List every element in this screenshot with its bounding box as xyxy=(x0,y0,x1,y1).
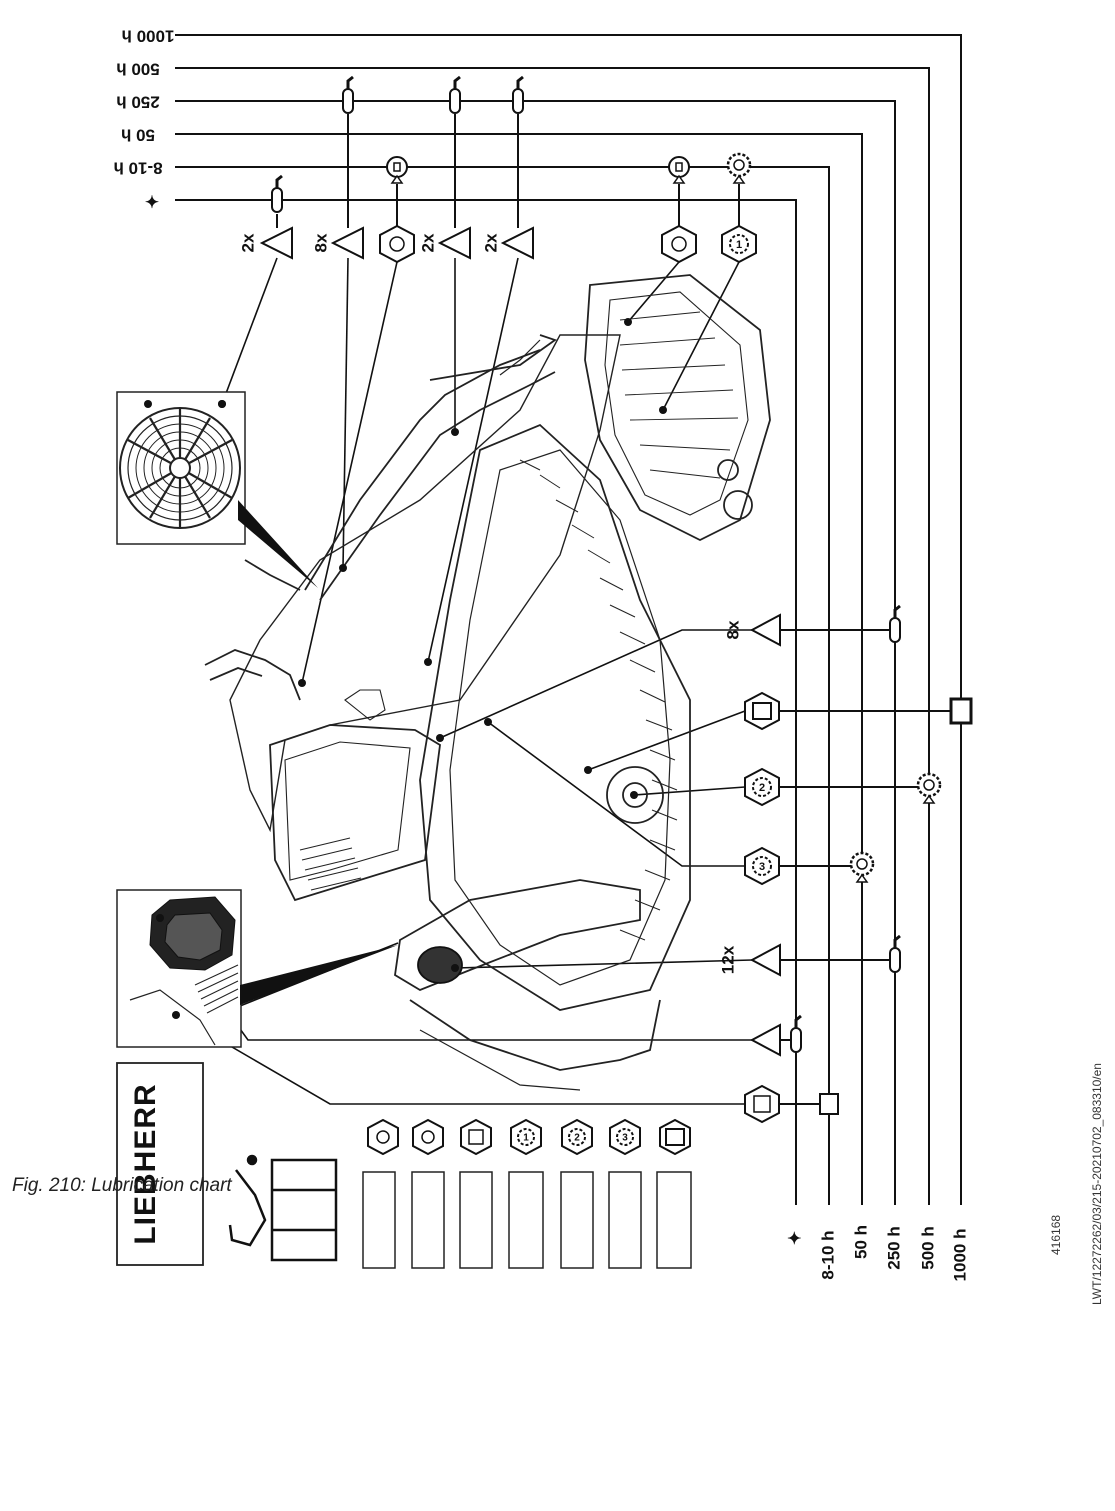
bottom-interval-labels: ✦ 8-10 h 50 h 250 h 500 h 1000 h xyxy=(785,1225,969,1281)
top-interval-labels: 1000 h 500 h 250 h 50 h 8-10 h ✦ xyxy=(113,27,174,211)
filter-icon xyxy=(744,691,780,731)
top-label-500: 500 h xyxy=(116,60,159,79)
lubricant-drum-icon xyxy=(228,1154,338,1262)
filter-icon xyxy=(659,1118,691,1156)
top-label-8-10: 8-10 h xyxy=(113,159,162,178)
legend-box xyxy=(608,1171,642,1269)
legend-gear-number: 1 xyxy=(523,1133,529,1144)
bottom-label-star: ✦ xyxy=(785,1231,804,1245)
bottom-label-8-10: 8-10 h xyxy=(818,1230,837,1279)
qty-label: 8x xyxy=(311,233,330,252)
bottom-label-50: 50 h xyxy=(851,1225,870,1259)
machine-illustration xyxy=(204,274,771,1091)
hydraulic-tank-icon xyxy=(744,1084,780,1124)
bottom-label-1000: 1000 h xyxy=(950,1229,969,1282)
figure-caption: Fig. 210: Lubrication chart xyxy=(12,1175,232,1196)
qty-label: 2x xyxy=(418,233,437,252)
gear-oil-change-icon xyxy=(916,772,942,805)
hydraulic-check-icon xyxy=(819,1093,839,1115)
grease-gun-icon xyxy=(511,75,525,115)
fan-detail-inset xyxy=(116,391,318,588)
triangle-icon xyxy=(749,1023,781,1057)
legend: 1 2 3 xyxy=(362,1118,692,1269)
top-label-250: 250 h xyxy=(116,93,159,112)
top-label-1000: 1000 h xyxy=(122,27,175,46)
gear-number: 1 xyxy=(736,239,742,251)
gear-number: 2 xyxy=(759,782,765,794)
qty-label: 12x xyxy=(718,945,737,974)
legend-gear-number: 3 xyxy=(622,1133,628,1144)
gear-oil-change-icon xyxy=(849,851,875,884)
grease-gun-icon xyxy=(888,934,902,974)
coolant-check-icon xyxy=(668,156,690,184)
coolant-icon xyxy=(412,1118,444,1156)
legend-gear-number: 2 xyxy=(574,1133,580,1144)
gear-oil-check-icon xyxy=(726,152,752,185)
top-interval-lines xyxy=(175,34,962,1205)
coolant-icon xyxy=(661,224,697,264)
hydraulic-tank-icon xyxy=(460,1118,492,1156)
legend-box xyxy=(508,1171,544,1269)
brand-logo: LIEBHERR xyxy=(129,1083,162,1244)
engine-oil-icon xyxy=(379,224,415,264)
bottom-label-500: 500 h xyxy=(918,1226,937,1269)
top-leaders xyxy=(221,257,740,684)
grease-gun-icon xyxy=(270,174,284,214)
lube-point-dots xyxy=(218,318,667,972)
engine-oil-icon xyxy=(367,1118,399,1156)
triangle-icon xyxy=(500,226,534,260)
legend-box xyxy=(560,1171,594,1269)
triangle-icon xyxy=(259,226,293,260)
document-reference: LWT/12272262/03/215-20210702_083310/en xyxy=(1090,1063,1104,1305)
grease-gun-icon xyxy=(789,1014,803,1054)
top-label-50: 50 h xyxy=(121,126,155,145)
right-callouts: 8x 2 3 12x xyxy=(718,604,973,1124)
top-label-star: ✦ xyxy=(145,192,159,211)
triangle-icon xyxy=(749,943,781,977)
legend-box xyxy=(411,1171,445,1269)
grease-gun-icon xyxy=(448,75,462,115)
bottom-label-250: 250 h xyxy=(884,1226,903,1269)
image-id: 416168 xyxy=(1049,1214,1063,1255)
tank-detail-inset xyxy=(116,889,398,1048)
top-drops xyxy=(276,114,740,228)
triangle-icon xyxy=(330,226,364,260)
legend-box xyxy=(459,1171,493,1269)
gear-number: 3 xyxy=(759,861,765,873)
qty-label: 2x xyxy=(481,233,500,252)
legend-box xyxy=(656,1171,692,1269)
triangle-icon xyxy=(749,613,781,647)
logo-box: LIEBHERR xyxy=(116,1062,204,1266)
triangle-icon xyxy=(437,226,471,260)
engine-oil-check-icon xyxy=(386,156,408,184)
legend-box xyxy=(362,1171,396,1269)
grease-gun-icon xyxy=(888,604,902,644)
top-callouts: 2x 8x 2x 2x 1 xyxy=(238,224,757,264)
qty-label: 2x xyxy=(238,233,257,252)
filter-change-icon xyxy=(949,697,973,725)
grease-gun-icon xyxy=(341,75,355,115)
